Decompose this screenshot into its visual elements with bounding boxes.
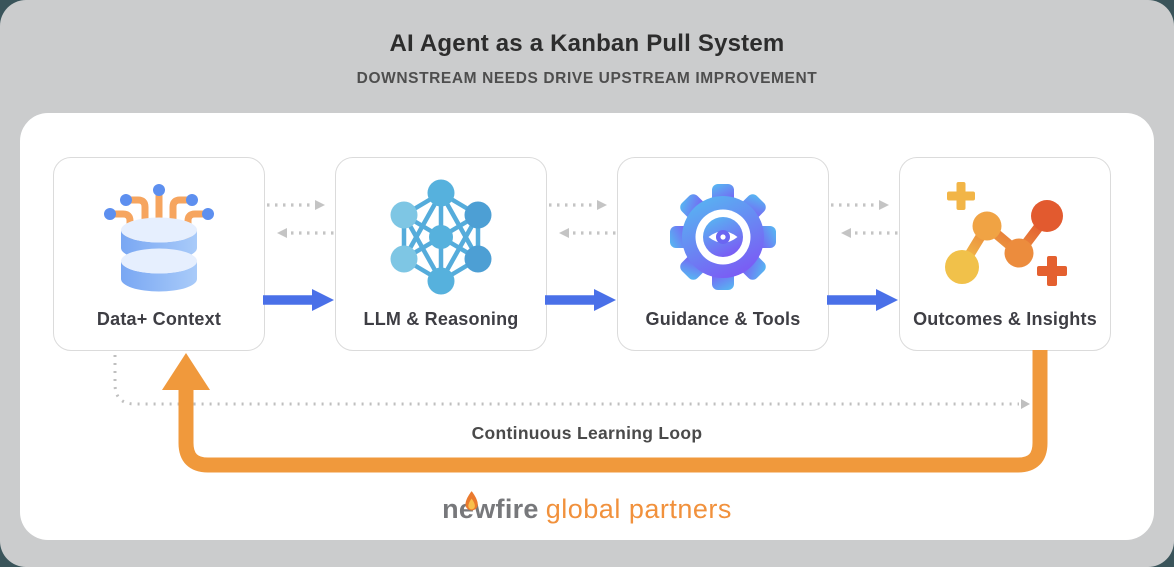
loop-label: Continuous Learning Loop bbox=[471, 423, 703, 443]
dashed-left-arrow bbox=[559, 228, 617, 238]
brand-name: newfire bbox=[442, 494, 539, 524]
learning-loop-arrow bbox=[162, 350, 1048, 473]
diagram-card: Data+ Context bbox=[20, 113, 1154, 540]
gear-eye-icon bbox=[618, 178, 828, 296]
stage-label: LLM & Reasoning bbox=[363, 309, 519, 329]
dashed-right-arrow bbox=[267, 200, 325, 210]
metrics-nodes-icon bbox=[900, 178, 1110, 296]
stage-box-guidance-tools: Guidance & Tools bbox=[617, 157, 829, 351]
brand-suffix: global partners bbox=[545, 494, 732, 524]
dashed-left-arrow bbox=[277, 228, 335, 238]
flame-icon bbox=[465, 491, 478, 511]
forward-arrow bbox=[545, 289, 616, 311]
forward-arrow bbox=[827, 289, 898, 311]
stage-box-outcomes-insights: Outcomes & Insights bbox=[899, 157, 1111, 351]
stage-label: Outcomes & Insights bbox=[913, 309, 1097, 329]
stage-box-data-context: Data+ Context bbox=[53, 157, 265, 351]
stage-label: Data+ Context bbox=[96, 309, 222, 329]
dotted-feedback-arrow bbox=[113, 355, 1030, 409]
page-subtitle: DOWNSTREAM NEEDS DRIVE UPSTREAM IMPROVEM… bbox=[356, 70, 818, 87]
dashed-left-arrow bbox=[841, 228, 899, 238]
neural-network-icon bbox=[336, 178, 546, 296]
dashed-right-arrow bbox=[549, 200, 607, 210]
header: AI Agent as a Kanban Pull System DOWNSTR… bbox=[0, 30, 1174, 88]
database-icon bbox=[54, 178, 264, 296]
stage-box-llm-reasoning: LLM & Reasoning bbox=[335, 157, 547, 351]
stage-label: Guidance & Tools bbox=[645, 309, 801, 329]
page-title: AI Agent as a Kanban Pull System bbox=[389, 30, 785, 57]
dashed-right-arrow bbox=[831, 200, 889, 210]
forward-arrow bbox=[263, 289, 334, 311]
